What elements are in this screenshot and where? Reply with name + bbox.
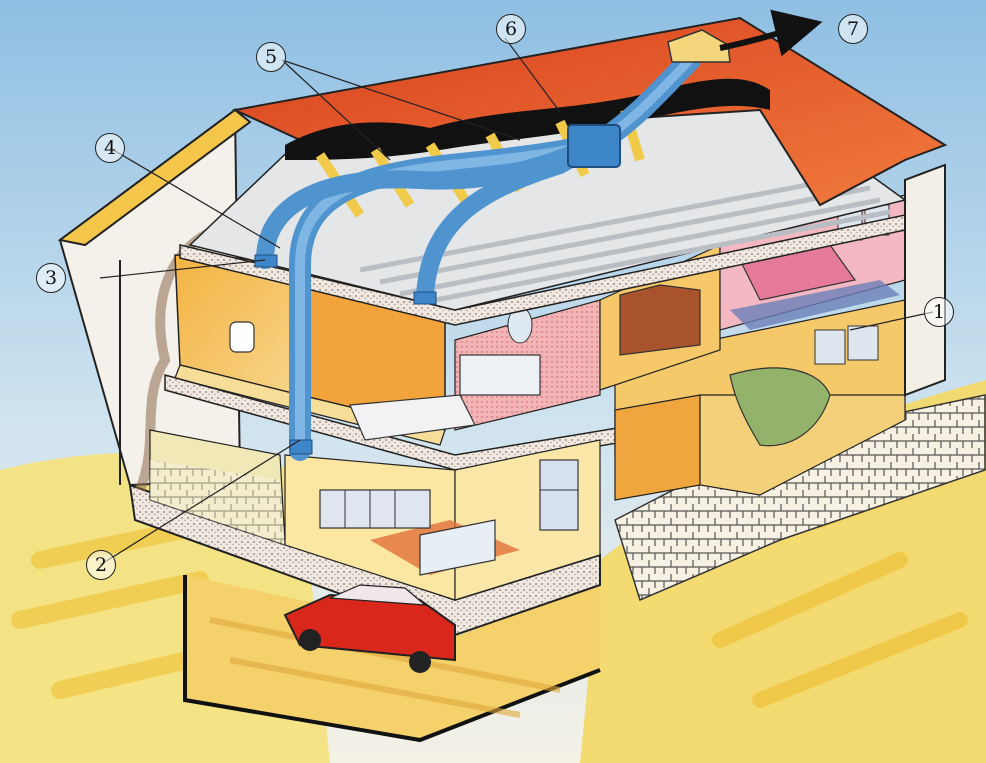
- kitchen-units: [320, 490, 430, 528]
- callout-6: 6: [496, 14, 526, 44]
- window: [815, 330, 845, 364]
- callout-5: 5: [256, 42, 286, 72]
- callout-4: 4: [95, 133, 125, 163]
- dresser: [620, 285, 700, 355]
- window: [848, 326, 878, 360]
- extract-vent: [290, 440, 312, 454]
- car-wheel: [299, 629, 321, 651]
- right-wall: [905, 165, 945, 395]
- fridge: [540, 460, 578, 530]
- ventilation-unit: [568, 125, 620, 167]
- supply-vent: [414, 292, 436, 304]
- toilet: [230, 322, 254, 352]
- bathroom-vanity: [460, 355, 540, 395]
- callout-3: 3: [36, 263, 66, 293]
- car-wheel: [409, 651, 431, 673]
- callout-2: 2: [86, 550, 116, 580]
- callout-7: 7: [838, 14, 868, 44]
- callout-1: 1: [924, 297, 954, 327]
